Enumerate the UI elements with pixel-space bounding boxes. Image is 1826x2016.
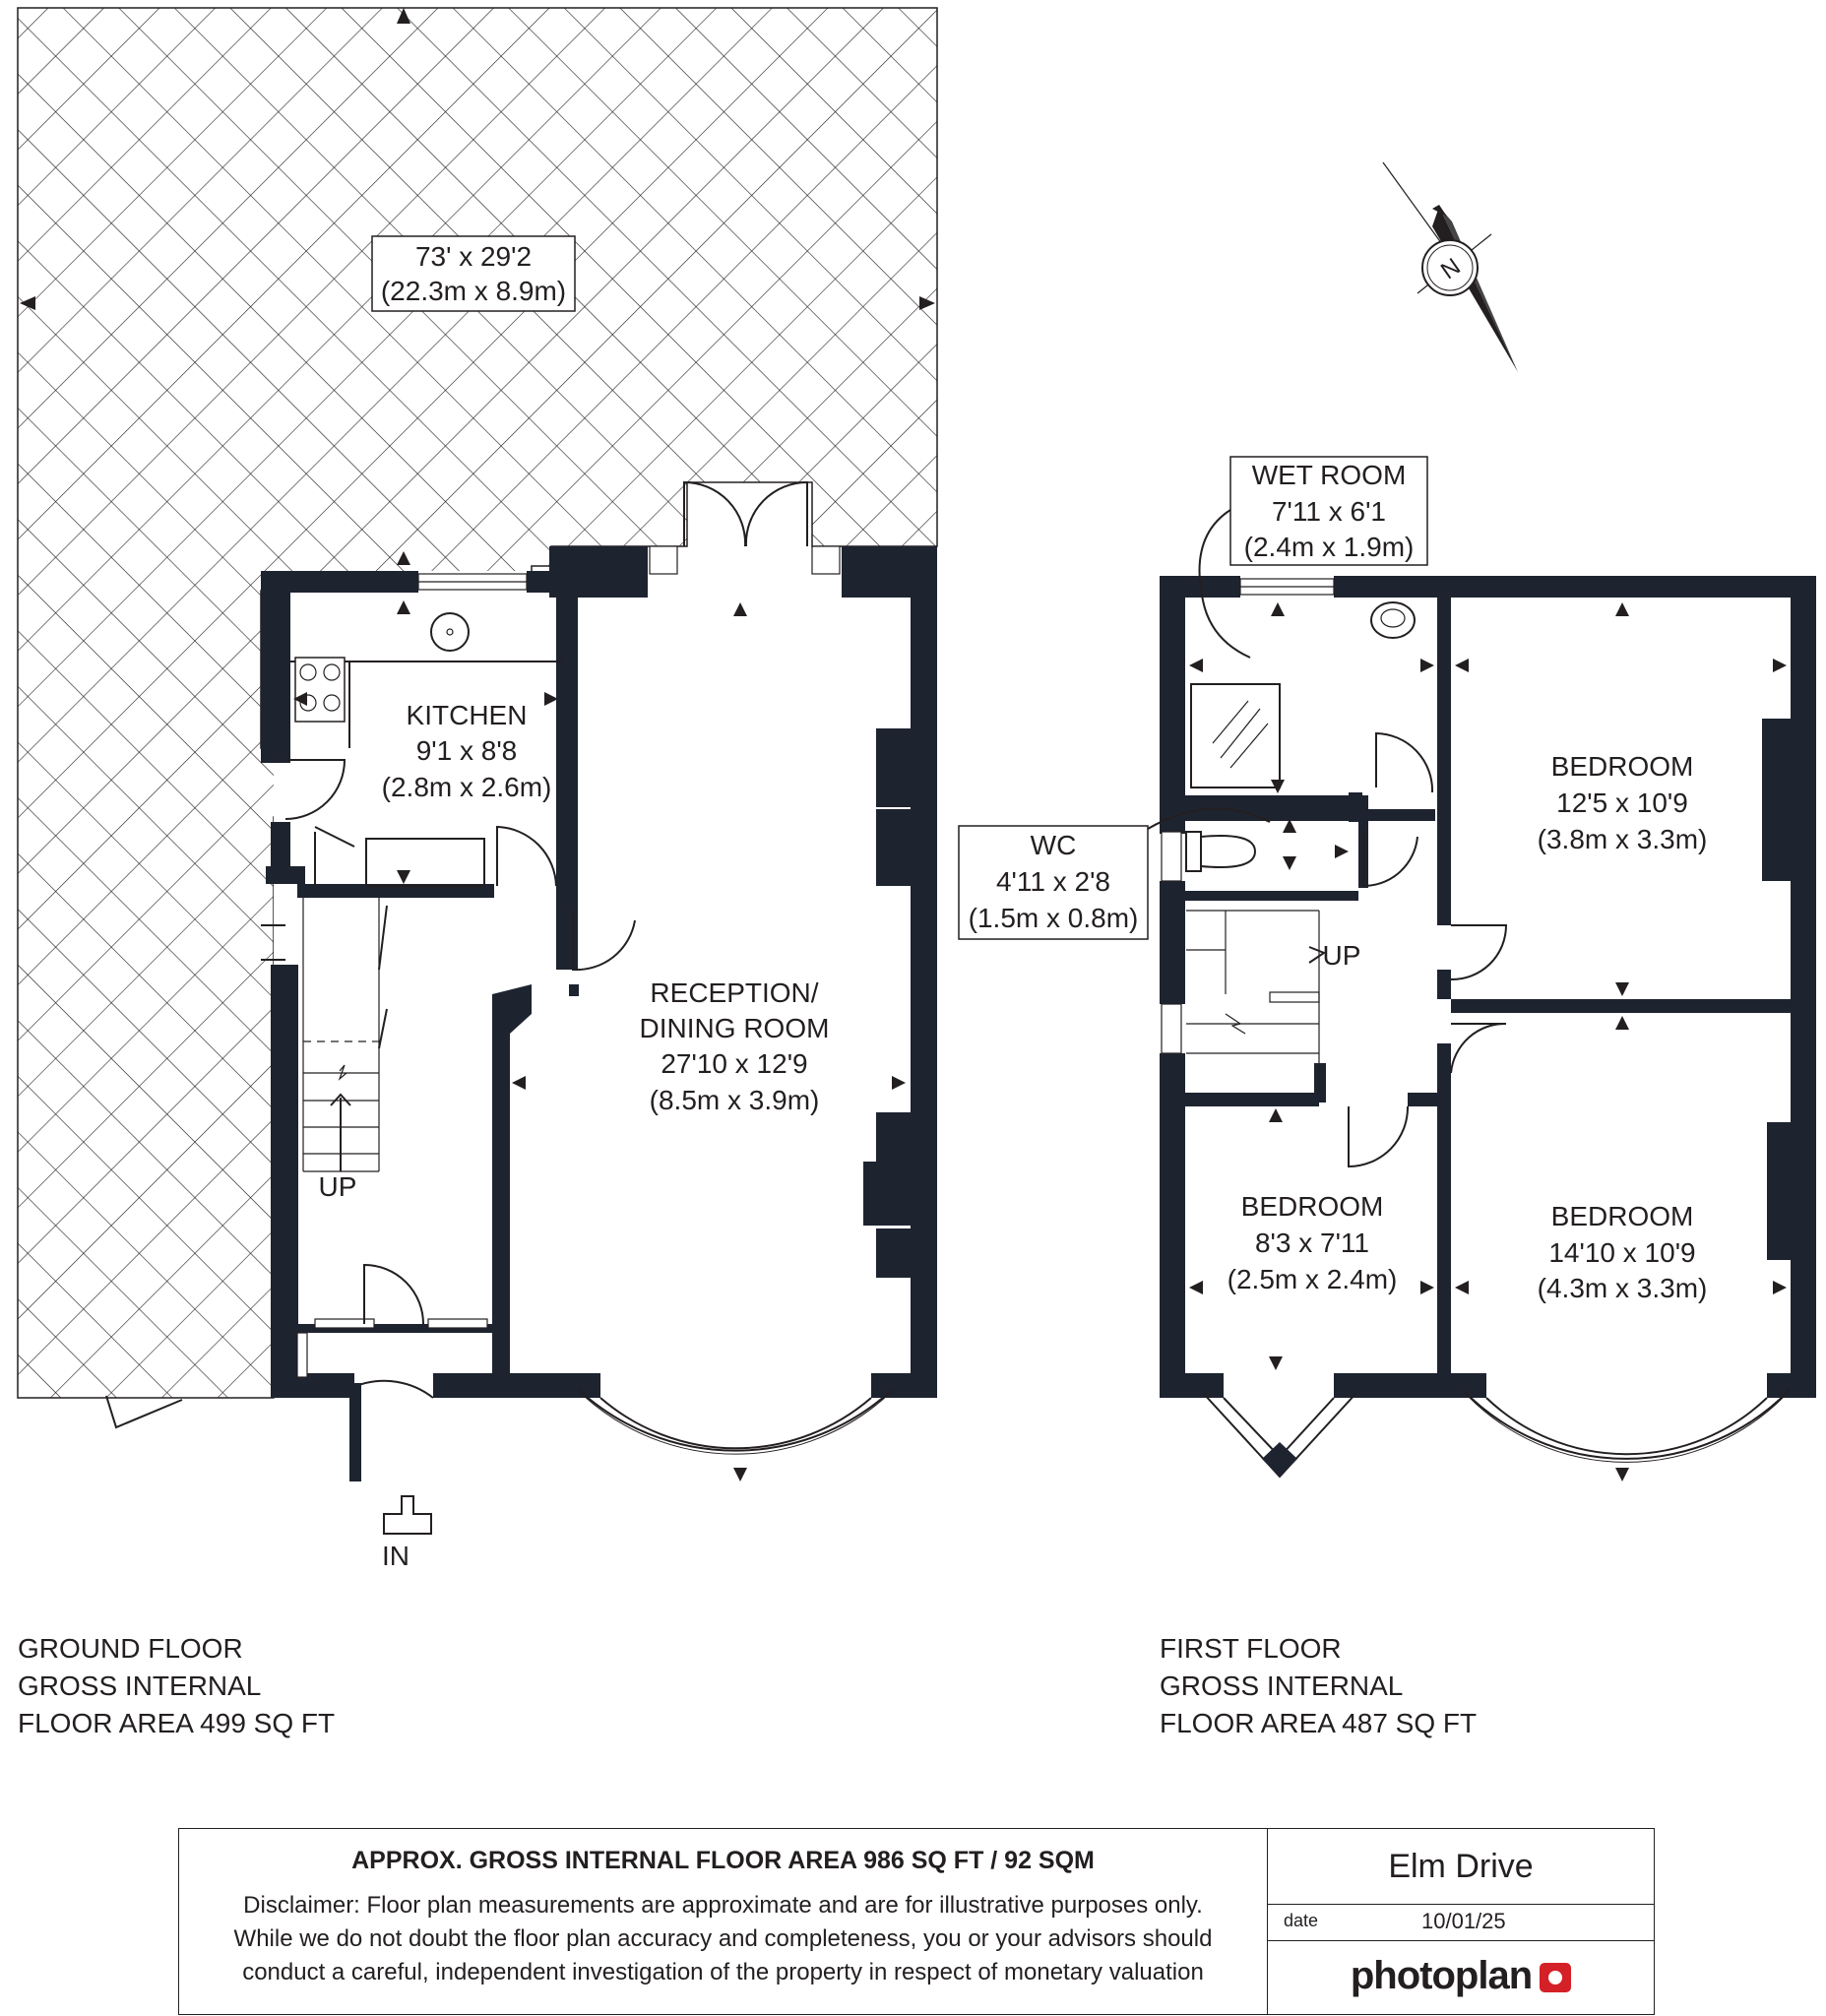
footer-info-panel: Elm Drive date 10/01/25 photoplan — [1268, 1829, 1654, 2014]
ground-floor-title: GROUND FLOOR — [18, 1633, 243, 1664]
kitchen-name: KITCHEN — [407, 700, 528, 730]
wc-size-metric: (1.5m x 0.8m) — [969, 903, 1139, 933]
bedroom-1-size-metric: (3.8m x 3.3m) — [1538, 824, 1708, 854]
floor-plan-drawing: 73' x 29'2 (22.3m x 8.9m) — [17, 7, 1816, 1571]
disclaimer-line-1: Disclaimer: Floor plan measurements are … — [243, 1892, 1203, 1919]
garden-arrow-left — [20, 296, 35, 310]
reception-name-line2: DINING ROOM — [640, 1013, 830, 1043]
bedroom-1-name: BEDROOM — [1551, 751, 1694, 782]
total-floor-area: APPROX. GROSS INTERNAL FLOOR AREA 986 SQ… — [351, 1847, 1095, 1874]
bedroom-2-size-metric: (2.5m x 2.4m) — [1228, 1264, 1398, 1294]
ground-floor-plan — [261, 480, 937, 1481]
garden-arrow-top — [397, 8, 410, 24]
bedroom-1-size-imperial: 12'5 x 10'9 — [1556, 788, 1688, 818]
wc-size-imperial: 4'11 x 2'8 — [996, 866, 1110, 897]
garden-arrow-right — [919, 296, 935, 310]
bedroom-2-name: BEDROOM — [1241, 1191, 1384, 1222]
kitchen-size-metric: (2.8m x 2.6m) — [382, 772, 552, 802]
date-label: date — [1284, 1911, 1319, 1930]
bedroom-3-name: BEDROOM — [1551, 1201, 1694, 1231]
disclaimer-text: Disclaimer: Floor plan measurements are … — [179, 1889, 1267, 1989]
disclaimer-line-3: conduct a careful, independent investiga… — [242, 1959, 1204, 1985]
date-value: 10/01/25 — [1421, 1909, 1506, 1933]
ground-stairs-up-label: UP — [319, 1171, 357, 1202]
bedroom-3-size-metric: (4.3m x 3.3m) — [1538, 1273, 1708, 1303]
bedroom-3-size-imperial: 14'10 x 10'9 — [1548, 1237, 1695, 1268]
first-floor-summary: FIRST FLOOR GROSS INTERNAL FLOOR AREA 48… — [1160, 1630, 1477, 1742]
first-floor-gross: GROSS INTERNAL — [1160, 1670, 1404, 1701]
ground-floor-gross: GROSS INTERNAL — [18, 1670, 262, 1701]
compass-north-icon: N — [1382, 161, 1518, 372]
bedroom-2-size-imperial: 8'3 x 7'11 — [1255, 1228, 1369, 1258]
first-floor-area: FLOOR AREA 487 SQ FT — [1160, 1708, 1478, 1738]
kitchen-size-imperial: 9'1 x 8'8 — [416, 735, 518, 766]
garden-gate — [105, 1395, 183, 1429]
first-floor-title: FIRST FLOOR — [1160, 1633, 1342, 1664]
reception-size-imperial: 27'10 x 12'9 — [661, 1048, 807, 1079]
ground-stairs — [302, 898, 388, 1172]
garden-size-imperial: 73' x 29'2 — [415, 241, 532, 272]
entrance-arrow-icon — [383, 1495, 432, 1535]
camera-icon — [1540, 1963, 1572, 1993]
first-stairs-up-label: UP — [1323, 940, 1361, 971]
first-stairs — [1186, 910, 1327, 1093]
date-row: date 10/01/25 — [1268, 1905, 1654, 1941]
ground-floor-area: FLOOR AREA 499 SQ FT — [18, 1708, 336, 1738]
wet-room-name: WET ROOM — [1252, 460, 1407, 490]
reception-size-metric: (8.5m x 3.9m) — [650, 1085, 820, 1115]
disclaimer-line-2: While we do not doubt the floor plan acc… — [233, 1925, 1213, 1952]
reception-name-line1: RECEPTION/ — [650, 977, 818, 1008]
property-address: Elm Drive — [1268, 1829, 1654, 1905]
first-floor-plan — [1160, 509, 1816, 1479]
ground-floor-summary: GROUND FLOOR GROSS INTERNAL FLOOR AREA 4… — [18, 1630, 335, 1742]
entrance-label: IN — [382, 1541, 409, 1571]
brand-name: photoplan — [1350, 1954, 1533, 1997]
wet-room-size-imperial: 7'11 x 6'1 — [1272, 496, 1386, 527]
footer-disclaimer-panel: APPROX. GROSS INTERNAL FLOOR AREA 986 SQ… — [179, 1829, 1268, 2014]
footer-panel: APPROX. GROSS INTERNAL FLOOR AREA 986 SQ… — [178, 1828, 1655, 2015]
brand-logo: photoplan — [1268, 1941, 1654, 2010]
wet-room-size-metric: (2.4m x 1.9m) — [1244, 532, 1415, 562]
wc-name: WC — [1031, 830, 1077, 860]
garden-size-metric: (22.3m x 8.9m) — [381, 276, 566, 306]
